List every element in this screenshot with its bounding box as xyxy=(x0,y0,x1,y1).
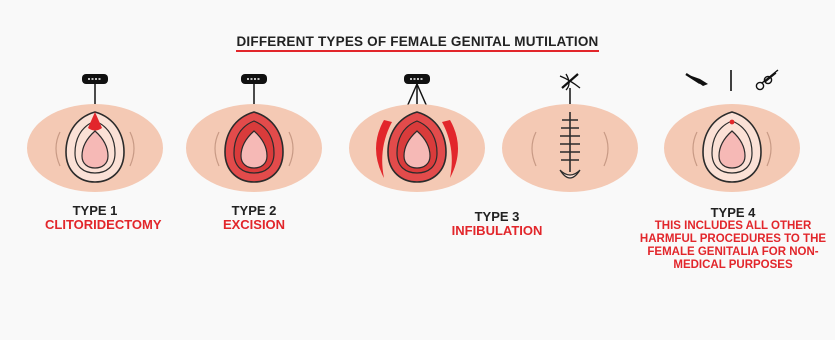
type1-description: CLITORIDECTOMY xyxy=(45,218,145,232)
type2-description: EXCISION xyxy=(204,218,304,232)
scalpel-and-scissors-icon xyxy=(686,70,778,91)
type4-illustration xyxy=(664,70,800,192)
type2-label: TYPE 2 xyxy=(204,204,304,218)
type1-label: TYPE 1 xyxy=(45,204,145,218)
type1-caption: TYPE 1 CLITORIDECTOMY xyxy=(45,204,145,232)
type3-illustration-stitched xyxy=(502,74,638,192)
type3-label: TYPE 3 xyxy=(432,210,562,224)
type3-illustration-cut xyxy=(349,74,485,192)
type4-description: THIS INCLUDES ALL OTHER HARMFUL PROCEDUR… xyxy=(638,220,828,272)
razor-blade-icon xyxy=(241,74,267,84)
type2-caption: TYPE 2 EXCISION xyxy=(204,204,304,232)
needle-and-thread-icon xyxy=(560,74,580,90)
razor-blade-icon xyxy=(82,74,108,84)
razor-blade-icon xyxy=(404,74,430,84)
type4-label: TYPE 4 xyxy=(638,206,828,220)
type3-caption: TYPE 3 INFIBULATION xyxy=(432,210,562,238)
type1-illustration xyxy=(27,74,163,192)
type2-illustration xyxy=(186,74,322,192)
type4-caption: TYPE 4 THIS INCLUDES ALL OTHER HARMFUL P… xyxy=(638,206,828,272)
type4-mark xyxy=(730,120,735,125)
type3-description: INFIBULATION xyxy=(432,224,562,238)
